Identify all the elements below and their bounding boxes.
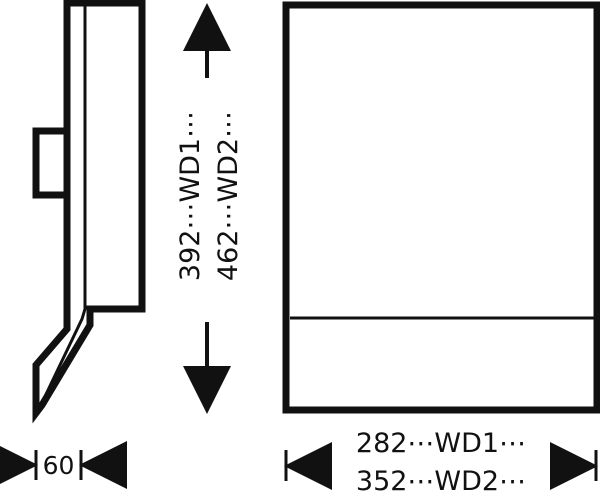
side-view-outline xyxy=(32,0,146,424)
depth-label: 60 xyxy=(43,451,75,480)
height-label-wd1: 392⋯WD1⋯ xyxy=(175,111,206,281)
depth-dimension xyxy=(0,441,127,489)
width-label-wd2: 352⋯WD2⋯ xyxy=(356,466,526,497)
width-dimension xyxy=(284,442,598,490)
height-label-wd2: 462⋯WD2⋯ xyxy=(213,111,244,281)
front-view-outline xyxy=(282,1,600,414)
side-view xyxy=(32,0,146,424)
side-view-mount-block xyxy=(32,127,71,199)
front-view xyxy=(282,1,600,414)
side-view-inner-line xyxy=(36,1,87,412)
width-label-wd1: 282⋯WD1⋯ xyxy=(356,428,526,459)
